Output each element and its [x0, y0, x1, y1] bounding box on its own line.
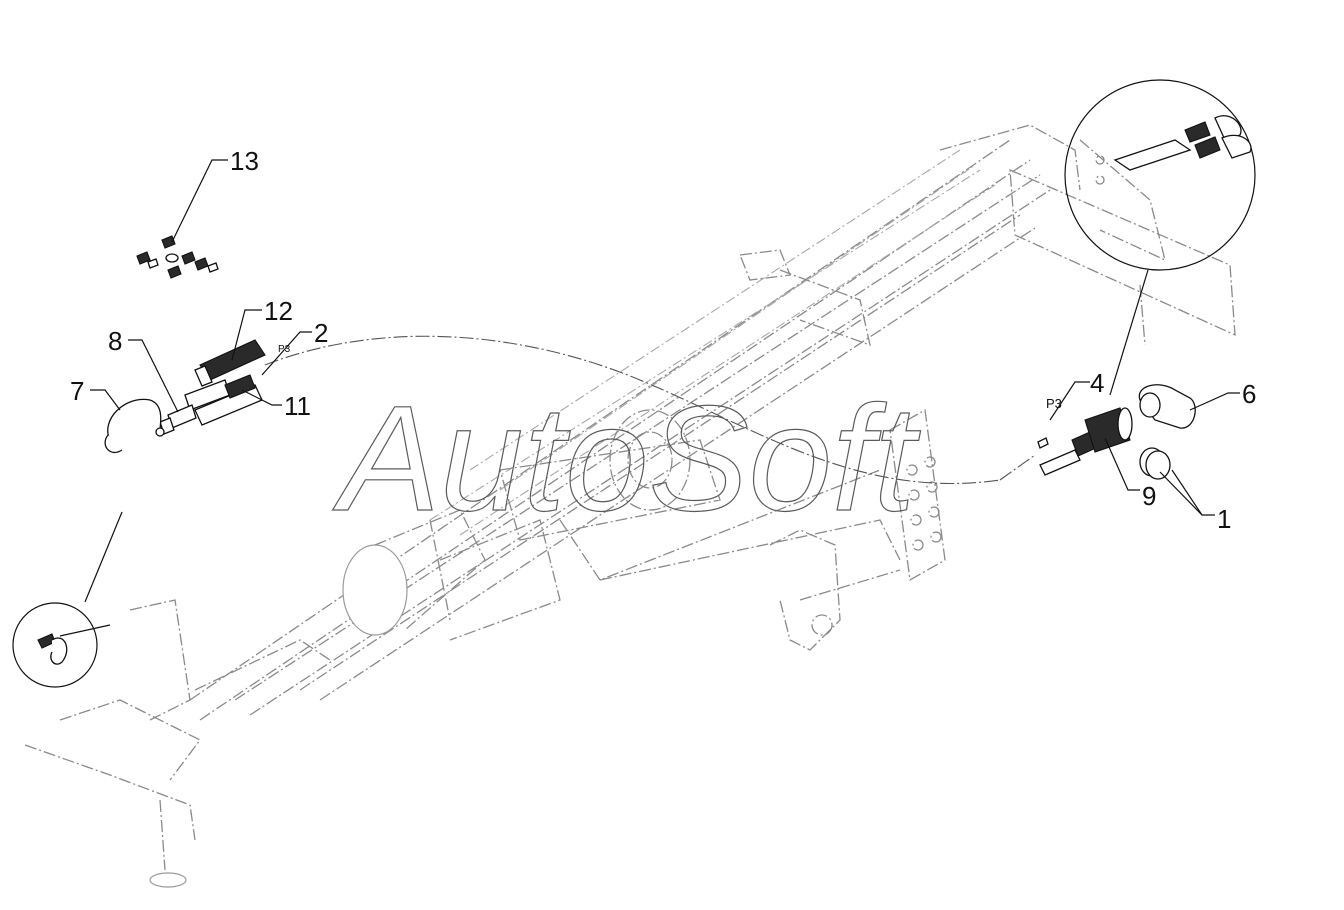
detail-view-right	[1064, 79, 1256, 396]
part-7-cap	[104, 398, 165, 454]
part-13-clips	[136, 235, 219, 279]
ref-p3-right: P3	[1046, 396, 1062, 411]
detail-view-left	[12, 511, 123, 688]
callout-2: 2	[314, 318, 328, 348]
callout-1: 1	[1217, 504, 1231, 534]
callout-7: 7	[70, 376, 84, 406]
callout-9: 9	[1142, 481, 1156, 511]
callout-4: 4	[1090, 368, 1104, 398]
part-9-socket	[1084, 407, 1133, 453]
leader-lines	[90, 159, 1240, 516]
callout-labels: 13 12 2 8 11 7 4 6 9 1 P3 P3	[70, 146, 1256, 534]
watermark: AutoSoft	[332, 374, 921, 542]
part-12-sleeve	[194, 339, 266, 387]
callout-12: 12	[264, 296, 293, 326]
callout-13: 13	[230, 146, 259, 176]
callout-11: 11	[284, 391, 311, 421]
frame-assembly	[24, 124, 1236, 888]
part-11-body	[184, 374, 263, 426]
part-8-nipple	[159, 404, 197, 435]
part-6-cover	[1138, 384, 1196, 429]
plate-holes	[906, 456, 942, 551]
part-4-nipple	[1037, 431, 1097, 476]
callout-6: 6	[1242, 379, 1256, 409]
ref-p3-left: P3	[278, 344, 291, 355]
part-1-orings	[1139, 447, 1171, 480]
callout-8: 8	[108, 326, 122, 356]
hose-lines	[264, 335, 1036, 484]
